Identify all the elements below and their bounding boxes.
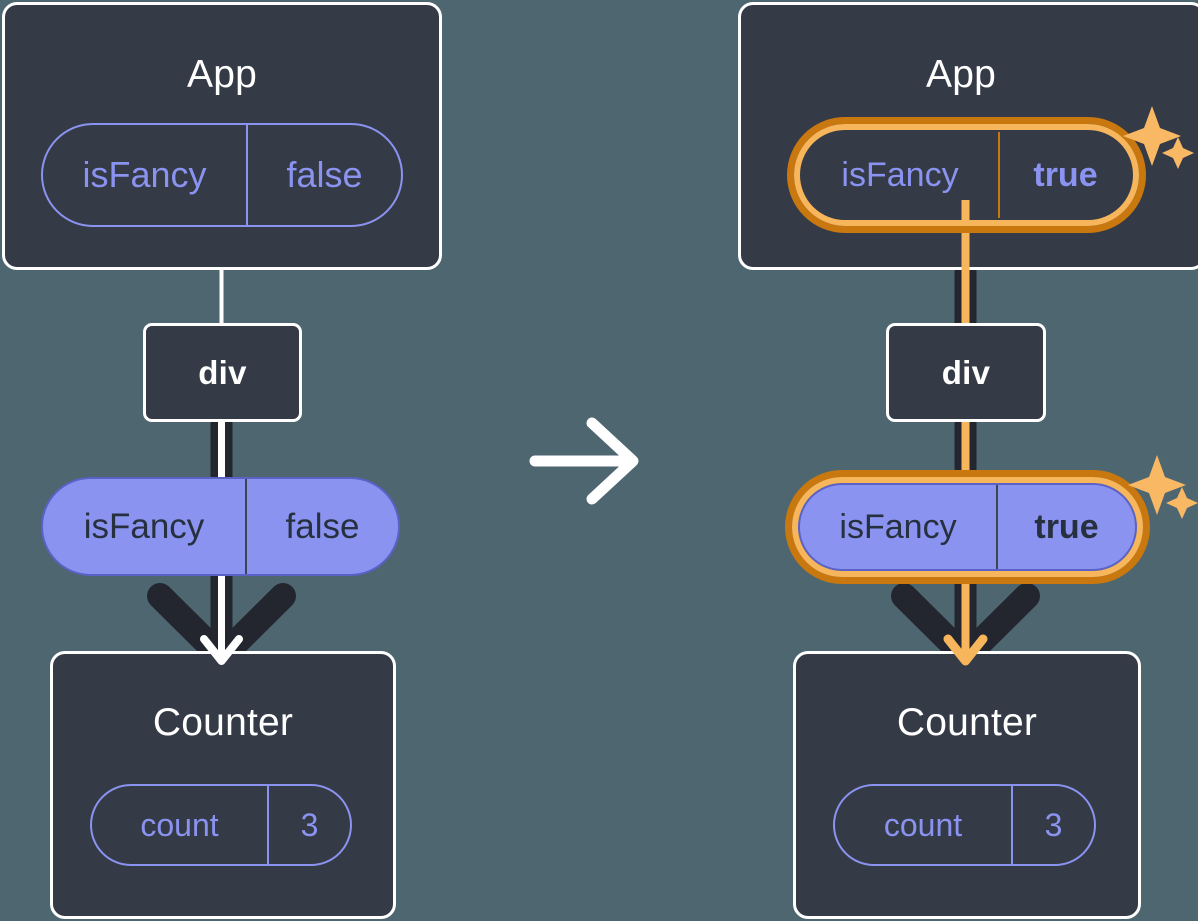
pill-divider <box>998 132 1000 218</box>
prop-pill-value-left: false <box>285 506 360 546</box>
state-pill-counter-right[interactable]: count 3 <box>833 784 1096 866</box>
state-pill-name-counter-right: count <box>883 806 963 843</box>
arrowhead-core-left <box>200 635 243 665</box>
prop-pill-name-left: isFancy <box>83 506 205 546</box>
state-pill-value-app-right: true <box>1033 155 1098 194</box>
pill-divider <box>1011 786 1013 864</box>
state-pill-name-app-left: isFancy <box>82 154 207 195</box>
app-title-left: App <box>187 53 257 96</box>
div-dom-node-right[interactable]: div <box>886 323 1046 422</box>
state-pill-app-left[interactable]: isFancy false <box>41 123 403 227</box>
state-pill-app-right[interactable]: isFancy true <box>800 130 1133 220</box>
pill-divider <box>267 786 269 864</box>
pill-divider <box>246 125 248 225</box>
sparkle-icon-prop <box>1128 455 1198 519</box>
div-dom-node-left[interactable]: div <box>143 323 302 422</box>
app-title-right: App <box>926 53 996 96</box>
pill-divider <box>245 479 247 574</box>
state-pill-value-app-left: false <box>286 154 363 195</box>
state-pill-counter-left[interactable]: count 3 <box>90 784 352 866</box>
div-label-left: div <box>198 353 247 391</box>
state-pill-name-app-right: isFancy <box>841 155 959 194</box>
counter-title-right: Counter <box>896 701 1038 744</box>
prop-pill-left[interactable]: isFancy false <box>41 477 400 576</box>
prop-pill-value-right: true <box>1034 507 1099 546</box>
div-label-right: div <box>941 353 991 391</box>
state-pill-value-counter-right: 3 <box>1044 806 1063 843</box>
arrowhead-core-right <box>943 634 988 666</box>
transition-arrow-icon <box>529 417 639 505</box>
pill-divider <box>996 485 998 569</box>
counter-title-left: Counter <box>152 701 294 744</box>
state-pill-name-counter-left: count <box>140 806 219 843</box>
sparkle-icon-app <box>1123 106 1194 169</box>
state-pill-value-counter-left: 3 <box>300 806 319 843</box>
prop-pill-right[interactable]: isFancy true <box>798 483 1137 571</box>
prop-pill-name-right: isFancy <box>839 507 957 546</box>
